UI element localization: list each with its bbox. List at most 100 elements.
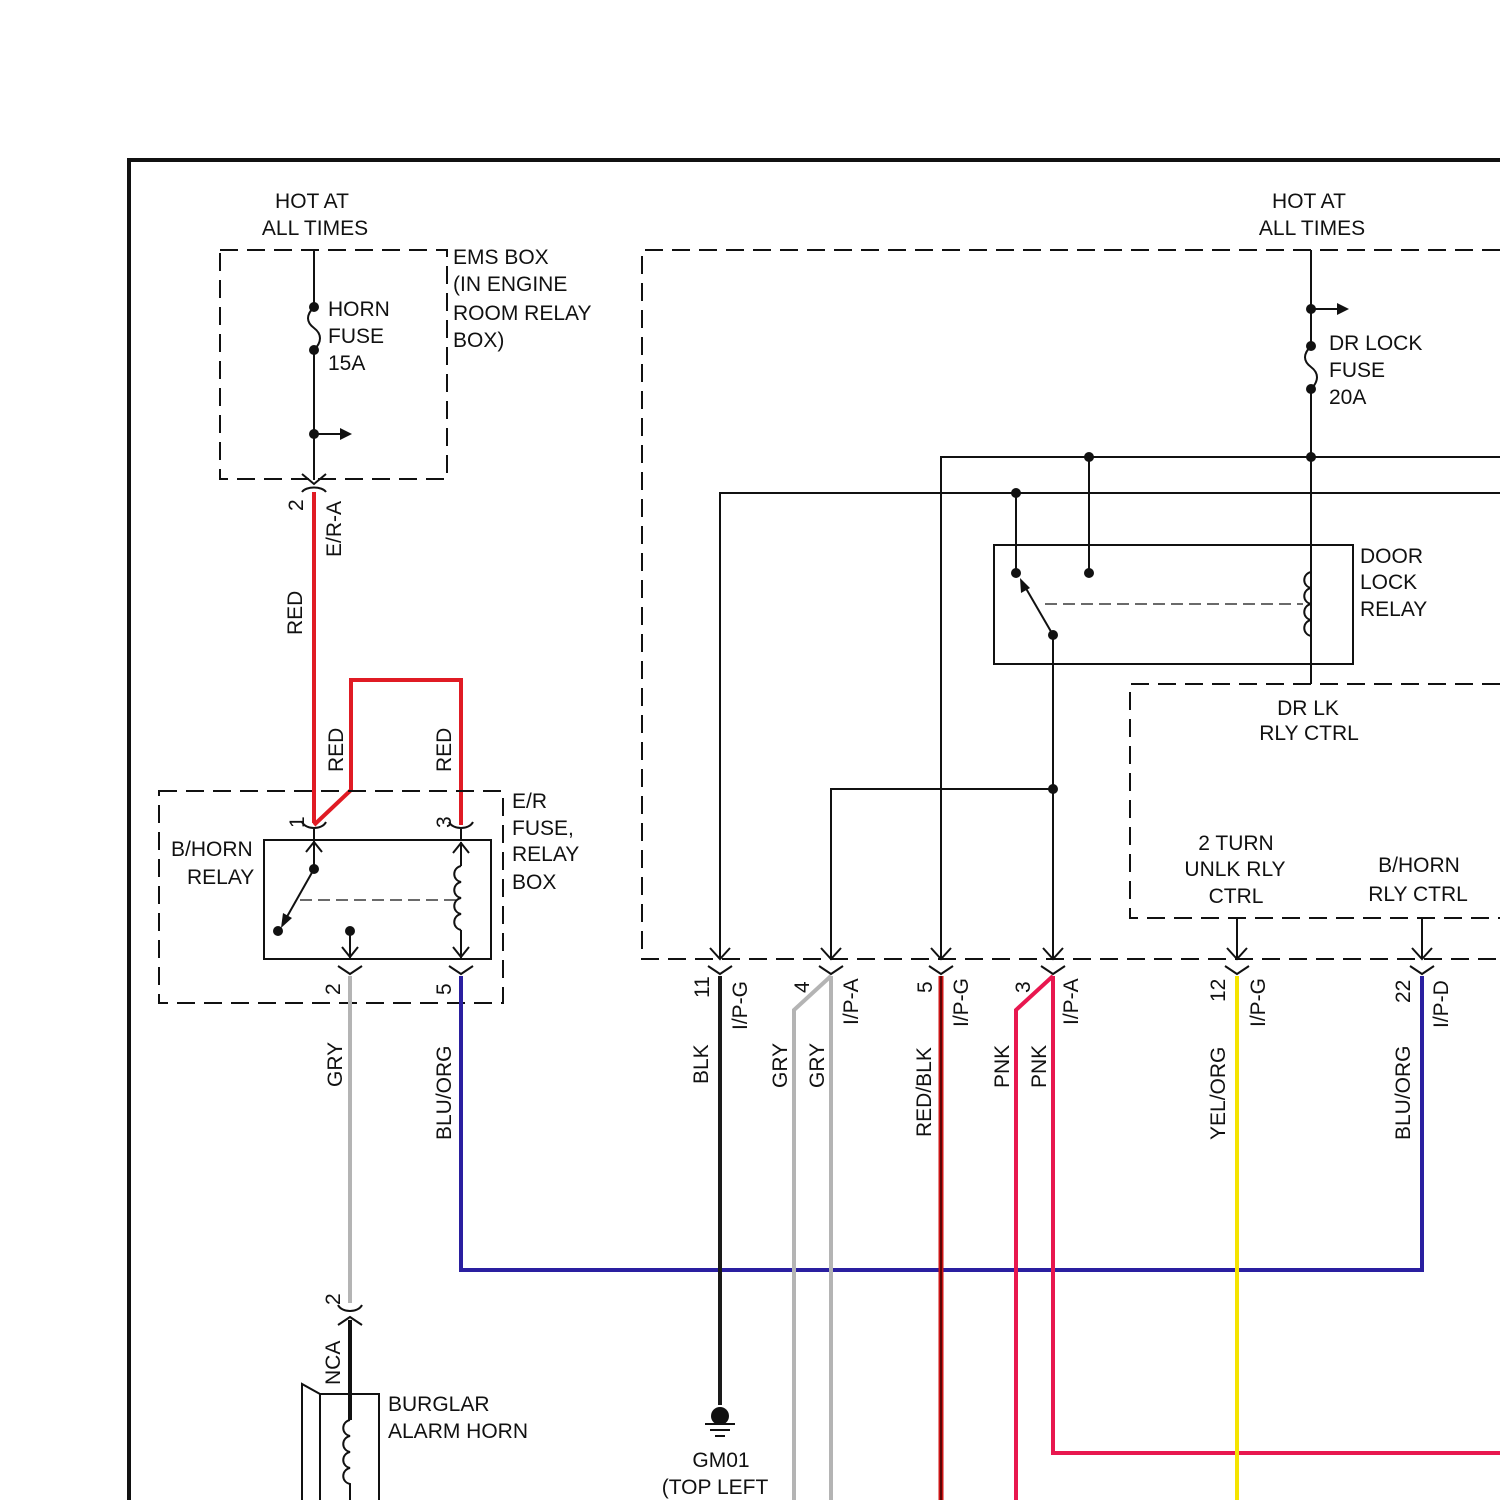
dr-lk-rly-ctrl-label-2: RLY CTRL [1259,722,1359,745]
er-a-pin-number: 2 [285,499,308,511]
door-lock-relay-label-2: LOCK [1360,571,1417,594]
yel-org-label: YEL/ORG [1207,1047,1230,1140]
burglar-horn-label-1: BURGLAR [388,1393,490,1416]
dr-lock-fuse-label-2: FUSE [1329,359,1385,382]
door-lock-relay-blade-arrow [1020,578,1030,593]
bhorn-relay-label-2: RELAY [187,866,254,889]
dr-lock-fuse-node-top [1306,341,1316,351]
ems-box-label-2: (IN ENGINE [453,273,567,296]
turn-unlk-label-2: UNLK RLY [1184,858,1285,881]
pin-4-socket [819,966,843,974]
red-wire-1-label: RED [325,728,348,772]
pin-12-connector: I/P-G [1247,978,1270,1027]
er-box-label-3: RELAY [512,843,579,866]
horn-pin-number: 2 [322,1293,345,1305]
horn-coil [343,1420,350,1500]
relay-switch-blade [284,869,314,922]
horn-fuse-symbol [308,307,320,350]
pin-22-number: 22 [1392,980,1415,1003]
door-lock-relay-label-1: DOOR [1360,545,1423,568]
hot-at-all-times-right-1: HOT AT [1272,190,1346,213]
pin-12-socket [1225,966,1249,974]
blk-label: BLK [690,1044,713,1084]
gry-b-label: GRY [806,1043,829,1088]
dr-lock-fuse-label-3: 20A [1329,386,1366,409]
horn-fuse-label-2: FUSE [328,325,384,348]
dr-lk-rly-ctrl-label-1: DR LK [1277,697,1339,720]
door-lock-relay-label-3: RELAY [1360,598,1427,621]
ground-label-2: (TOP LEFT [662,1476,769,1499]
pnk-wire-b [1053,976,1500,1453]
relay-pin3-number: 3 [433,816,456,828]
gry-a-label: GRY [769,1043,792,1088]
pin-4-number: 4 [791,981,814,993]
er-box-label-2: FUSE, [512,817,574,840]
bhorn-relay-label-1: B/HORN [171,838,253,861]
ems-box-label-3: ROOM RELAY [453,302,591,325]
ems-box-label-1: EMS BOX [453,246,549,269]
pnk-a-label: PNK [991,1045,1014,1088]
pin-4-connector: I/P-A [840,978,863,1025]
pin-11-connector: I/P-G [729,981,752,1030]
turn-unlk-label-3: CTRL [1209,885,1264,908]
dr-lock-fuse-label-1: DR LOCK [1329,332,1422,355]
relay-pin2-number: 2 [322,983,345,995]
ground-label-1: GM01 [692,1449,749,1472]
pin-5-connector: I/P-G [950,978,973,1027]
ground-icon [705,1424,735,1436]
turn-unlk-label-1: 2 TURN [1198,832,1273,855]
ems-box-label-4: BOX) [453,329,504,352]
horn-fuse-node-bottom [309,345,319,355]
pin-5-socket [929,966,953,974]
door-lock-relay-blade [1024,585,1053,635]
red-wire-main-label: RED [284,591,307,635]
er-box-label-4: BOX [512,871,556,894]
bus-upper-node-2 [1306,452,1316,462]
pin-3-socket [1041,966,1065,974]
dr-lock-branch-arrowhead [1337,303,1349,315]
red-wire-3-label: RED [433,728,456,772]
horn-connector-name: NCA [322,1341,345,1385]
pin-22-socket [1410,966,1434,974]
horn-fuse-label-3: 15A [328,352,365,375]
er-box-label-1: E/R [512,790,547,813]
relay-coil-line-bottom [453,930,469,959]
ground-node [711,1407,729,1425]
pin-22-connector: I/P-D [1430,980,1453,1028]
relay-pin1-number: 1 [286,816,309,828]
pnk-b-label: PNK [1028,1045,1051,1088]
burglar-horn-label-2: ALARM HORN [388,1420,528,1443]
relay-output-line [342,931,358,959]
relay-pin5-connector [449,966,473,974]
bhorn-ctrl-label-2: RLY CTRL [1368,883,1468,906]
dr-lock-fuse-symbol [1305,346,1317,389]
door-lock-relay-nc-contact [1011,568,1021,578]
hot-at-all-times-left-1: HOT AT [275,190,349,213]
blu-org-22-label: BLU/ORG [1392,1045,1415,1140]
relay-coil-line-top [453,842,469,866]
horn-fuse-label-1: HORN [328,298,390,321]
er-a-connector-name: E/R-A [323,501,346,557]
door-lock-relay-coil [1304,572,1311,636]
horn-fuse-node-top [309,302,319,312]
relay-coil [454,866,461,930]
pin-5-number: 5 [914,981,937,993]
hot-at-all-times-right-2: ALL TIMES [1259,217,1365,240]
red-blk-label: RED/BLK [913,1047,936,1137]
bhorn-ctrl-label-1: B/HORN [1378,854,1460,877]
pin-3-connector: I/P-A [1060,978,1083,1025]
relay-pin2-connector [338,966,362,974]
relay-pin5-number: 5 [433,983,456,995]
pin-12-number: 12 [1207,979,1230,1002]
horn-bell-shape [302,1384,320,1500]
hot-at-all-times-left-2: ALL TIMES [262,217,368,240]
blu-org-relay-label: BLU/ORG [433,1045,456,1140]
horn-fuse-branch-arrowhead [340,428,352,440]
gry-horn-label: GRY [324,1042,347,1087]
door-lock-relay-no-contact [1084,568,1094,578]
pin-11-number: 11 [691,976,714,998]
relay-switch-blade-arrow [281,913,292,928]
pin-3-number: 3 [1012,981,1035,993]
pin-11-socket [708,966,732,974]
